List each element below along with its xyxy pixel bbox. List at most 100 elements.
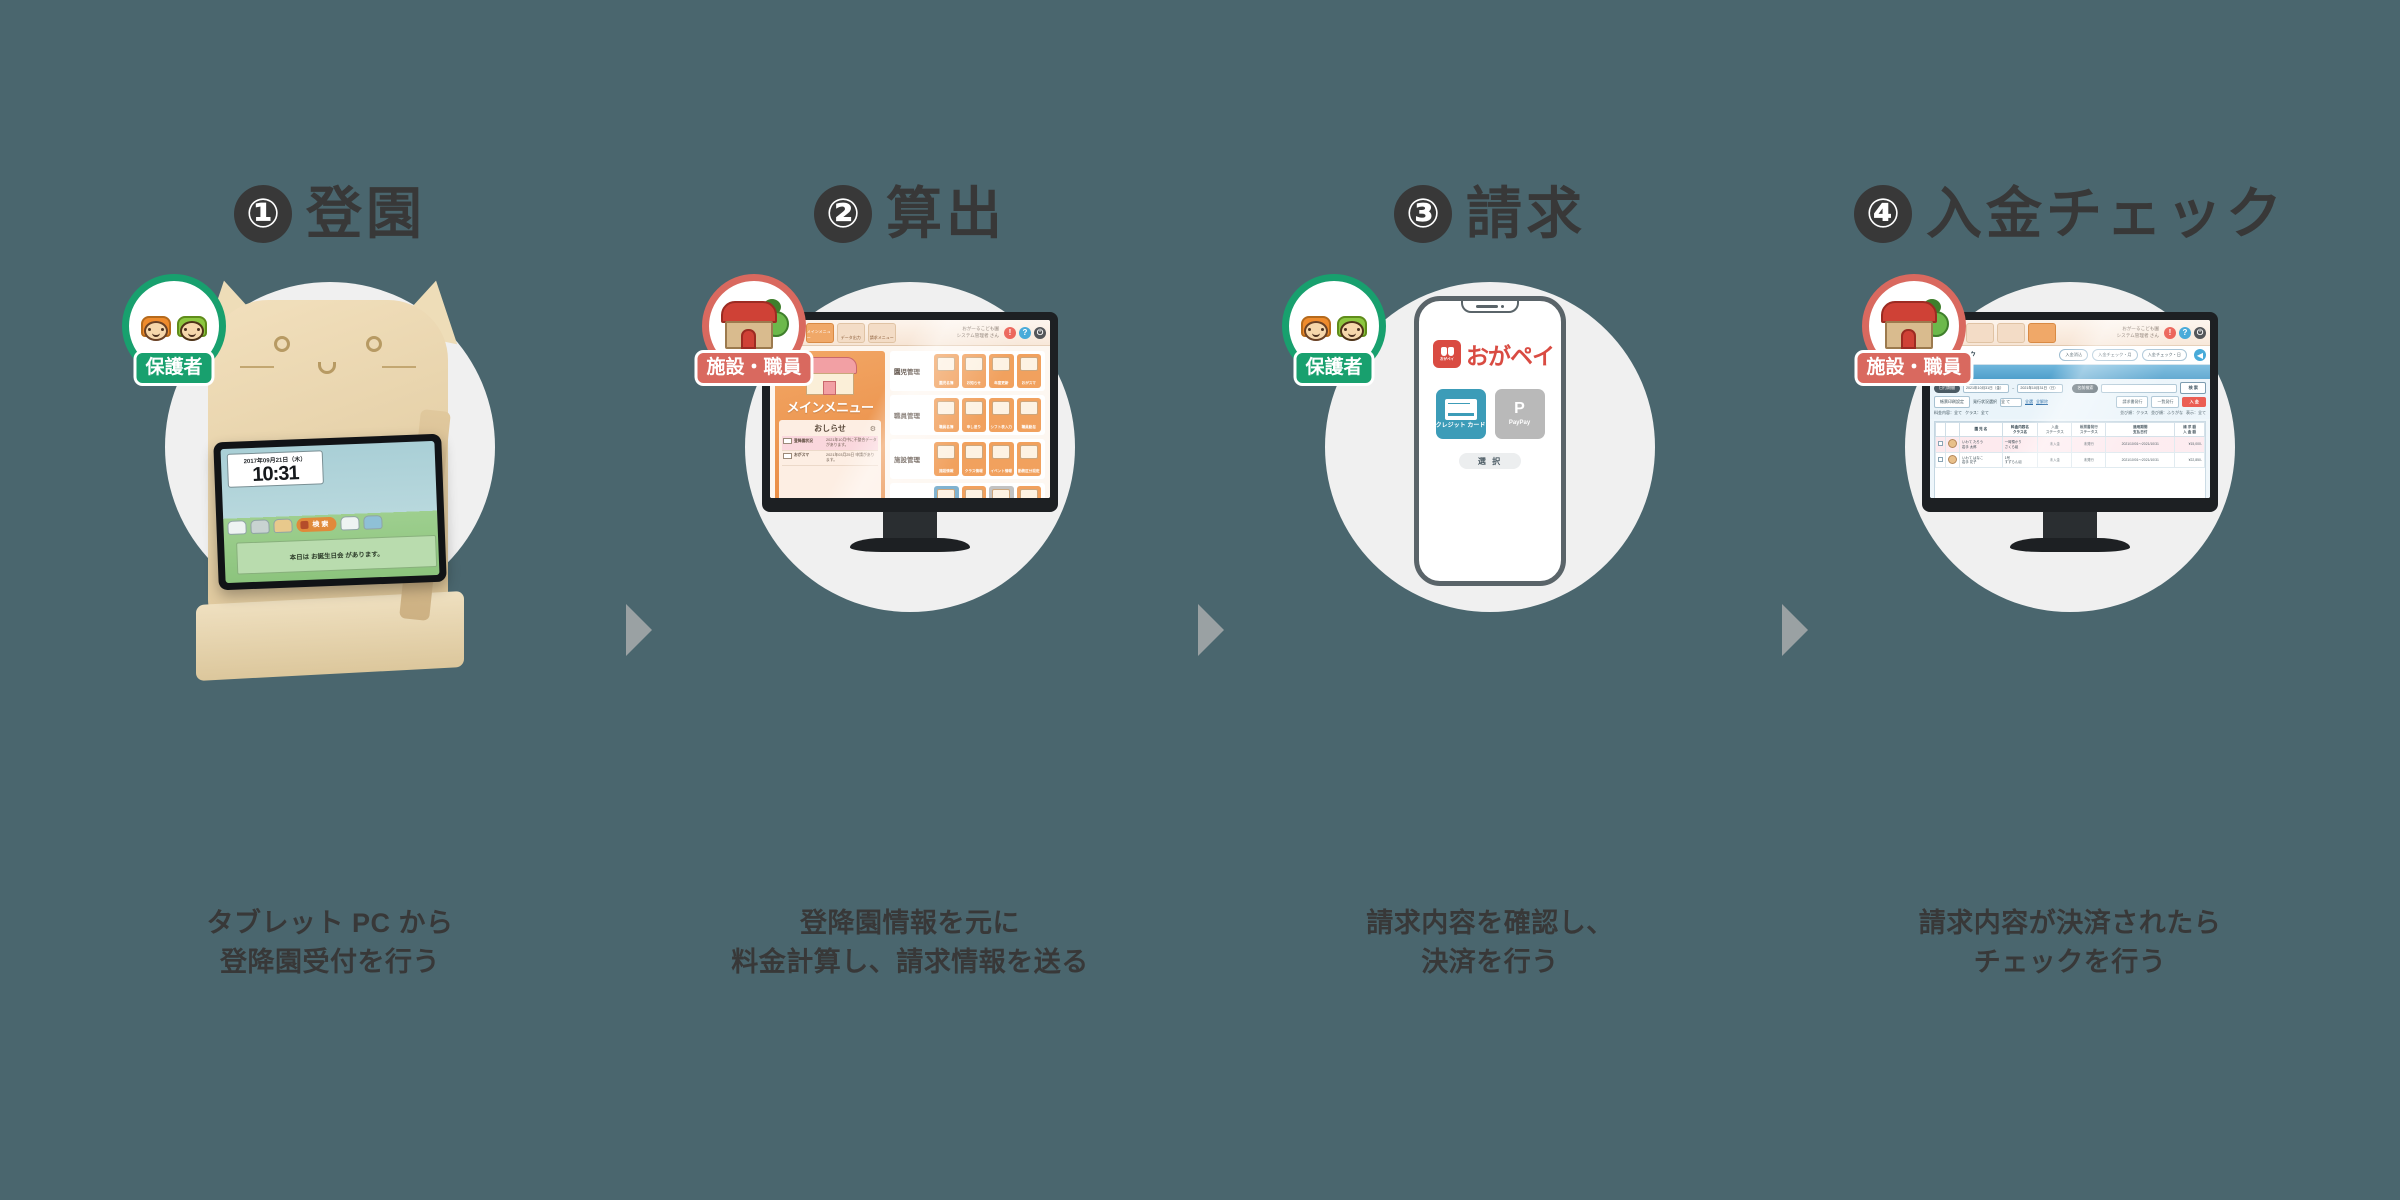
- fee-name: 一時預かり: [2004, 440, 2022, 445]
- tablet-device[interactable]: 2017年09月21日（木） 10:31 検 索 本日は お誕: [213, 433, 447, 591]
- row-checkbox[interactable]: [1935, 451, 1946, 469]
- class-filter[interactable]: クラス：全て: [1965, 410, 1989, 415]
- cat-whisker-right-icon: [382, 366, 416, 368]
- alert-icon[interactable]: !: [2164, 326, 2176, 339]
- logout-icon[interactable]: ⏻: [1034, 326, 1046, 339]
- role-badge-facility-4: 施設・職員: [1852, 274, 1976, 386]
- news-row[interactable]: おがスマ 2021年03月25日 申請があります。: [782, 451, 878, 466]
- tile-attendance[interactable]: 職員勤怠: [1016, 398, 1041, 432]
- display-filter[interactable]: 表示：全て: [2186, 410, 2206, 415]
- print-settings-button[interactable]: 帳票印刷設定: [1934, 396, 1970, 408]
- tile-ogasuma[interactable]: おがスマ: [1016, 354, 1041, 388]
- step-1-title: 登園: [306, 182, 426, 245]
- step-4-title: 入金チェック: [1926, 182, 2286, 245]
- issue-list-button[interactable]: 一覧発行: [2151, 396, 2180, 408]
- tablet-search-button[interactable]: 検 索: [296, 516, 337, 533]
- tab-payment-clear[interactable]: 入金消込: [2059, 349, 2089, 361]
- nav-data-output[interactable]: データ出力: [836, 322, 865, 343]
- news-row[interactable]: 登降園状況 2021年10月中に不整合データがあります。: [782, 436, 878, 451]
- tile-staff-roster[interactable]: 職員名簿: [934, 398, 959, 432]
- tablet-cat-icon-4[interactable]: [340, 515, 360, 531]
- tile-system-settings[interactable]: システム設定: [1016, 486, 1041, 498]
- collapse-icon[interactable]: ◀: [2194, 349, 2206, 361]
- tablet-cat-icon-1[interactable]: [227, 520, 247, 535]
- sort-filter-2[interactable]: 並び順：ふりがな: [2151, 410, 2183, 415]
- tab-payment-check-month[interactable]: 入金チェック・月: [2092, 349, 2138, 361]
- fee-filter[interactable]: 料金内容：全て: [1934, 410, 1962, 415]
- nav-billing-menu[interactable]: [2027, 322, 2056, 343]
- tablet-cat-icon-3[interactable]: [273, 518, 293, 534]
- tile-child-roster[interactable]: 園児名簿: [934, 354, 959, 388]
- table-row[interactable]: いわて たろう 岩手 太郎 一時預かり さくら組 未入金: [1935, 436, 2205, 453]
- tile-notifications[interactable]: お知らせ: [961, 354, 986, 388]
- row-amount: ¥15,000-: [2174, 436, 2205, 453]
- tablet-cat-icon-2[interactable]: [250, 519, 270, 535]
- logout-icon[interactable]: ⏻: [2194, 326, 2206, 339]
- tile-handover[interactable]: 申し送り: [961, 398, 986, 432]
- news-panel: おしらせ ⚙ 登降園状況 2021年10月中に不整合データがあります。: [779, 420, 881, 498]
- row-period: 2021/10/01～2021/10/31: [2105, 436, 2176, 453]
- tile-class-info[interactable]: クラス情報: [961, 442, 986, 476]
- phone-notch: [1461, 301, 1519, 313]
- payment-option-credit-card[interactable]: クレジット カード: [1435, 389, 1486, 439]
- step-3-number: ③: [1394, 185, 1452, 243]
- select-button[interactable]: 選 択: [1459, 453, 1521, 469]
- menu-section-other: その他 補助金申請 バックアップ バージョンアップ システム設定: [890, 483, 1045, 498]
- alert-icon[interactable]: !: [1004, 326, 1016, 339]
- gear-icon[interactable]: ⚙: [869, 426, 876, 433]
- date-from-input[interactable]: 2021年10月31日（金）: [1963, 383, 2009, 393]
- clear-all-link[interactable]: 全解除: [2036, 399, 2048, 404]
- role-badge-parent-1: 保護者: [112, 274, 236, 386]
- nav-main-menu[interactable]: メインメニュー: [805, 322, 834, 343]
- row-period: 2021/10/01～2021/10/31: [2105, 451, 2176, 469]
- main-menu-title: メインメニュー: [786, 400, 874, 415]
- nav-data-output[interactable]: [1996, 322, 2025, 343]
- app-user-name: システム管理者 さん: [2116, 332, 2159, 338]
- issue-status-select[interactable]: 全 て: [2000, 397, 2022, 407]
- row-avatar: [1945, 451, 1960, 469]
- name-search-input[interactable]: [2101, 383, 2178, 393]
- step-4-caption: 請求内容が決済されたら チェックを行う: [1918, 907, 2222, 977]
- paypay-label: PayPay: [1508, 420, 1531, 427]
- tile-version-up[interactable]: バージョンアップ: [989, 486, 1014, 498]
- paypay-icon: P: [1514, 400, 1525, 418]
- tile-shift-entry[interactable]: シフト表入力: [989, 398, 1014, 432]
- issue-invoice-button[interactable]: 請求書発行: [2116, 396, 2149, 408]
- cat-nose-icon: [318, 362, 336, 374]
- tile-year-update[interactable]: 年度更新: [989, 354, 1014, 388]
- payment-option-paypay[interactable]: P PayPay: [1494, 389, 1545, 439]
- cat-face-icon: [240, 336, 416, 406]
- nav-main-menu[interactable]: [1965, 322, 1994, 343]
- app-header: システム メインメニュー データ出力 請求メニュー おがーるこども園 システム管…: [770, 320, 1050, 346]
- school-house-icon: [799, 357, 861, 395]
- tile-subsidy-request[interactable]: 補助金申請: [934, 486, 959, 498]
- tablet-cat-icon-5[interactable]: [363, 515, 383, 530]
- news-heading: おしらせ ⚙: [782, 423, 878, 436]
- search-button[interactable]: 検 索: [2180, 382, 2206, 394]
- sort-filter-1[interactable]: 並び順：クラス: [2120, 410, 2148, 415]
- help-icon[interactable]: ?: [2179, 326, 2191, 339]
- step-3: ③ 請求 おがペイ おがペイ: [1200, 0, 1780, 1200]
- ogapay-brand-name: おがペイ: [1466, 343, 1555, 369]
- table-header-row: 園 児 名 料金内容名 クラス名 入金 ステータス 帳票書発行 ステータス 適用…: [1935, 421, 2205, 438]
- row-checkbox[interactable]: [1935, 436, 1946, 453]
- filter-row-options: 料金内容：全て クラス：全て 並び順：クラス 並び順：ふりがな 表示：全て: [1934, 410, 2206, 416]
- ogapay-logo-caption: おがペイ: [1440, 356, 1454, 361]
- date-to-input[interactable]: 2021年10月31日（日）: [2017, 383, 2064, 393]
- tab-payment-check-day[interactable]: 入金チェック・日: [2141, 349, 2187, 361]
- tile-facility-info[interactable]: 施設情報: [934, 442, 959, 476]
- th-amount: 請 求 額 入 金 額: [2174, 421, 2205, 438]
- tile-shift-category[interactable]: 勤務区分設定: [1016, 442, 1041, 476]
- nav-billing-menu[interactable]: 請求メニュー: [867, 322, 896, 343]
- register-payment-button[interactable]: 入 金: [2182, 397, 2206, 407]
- news-text: 2021年03月25日 申請があります。: [826, 452, 875, 462]
- cat-eye-right-icon: [366, 336, 382, 352]
- section-label: 職員管理: [894, 413, 920, 420]
- select-all-link[interactable]: 全選: [2025, 399, 2033, 404]
- table-row[interactable]: いわて はなこ 岩手 花子 1号 すずらん組 未入金: [1935, 451, 2205, 469]
- help-icon[interactable]: ?: [1019, 326, 1031, 339]
- tile-backup[interactable]: バックアップ: [961, 486, 986, 498]
- ogapay-brand: おがペイ おがペイ: [1433, 337, 1561, 371]
- tile-event-info[interactable]: イベント情報: [989, 442, 1014, 476]
